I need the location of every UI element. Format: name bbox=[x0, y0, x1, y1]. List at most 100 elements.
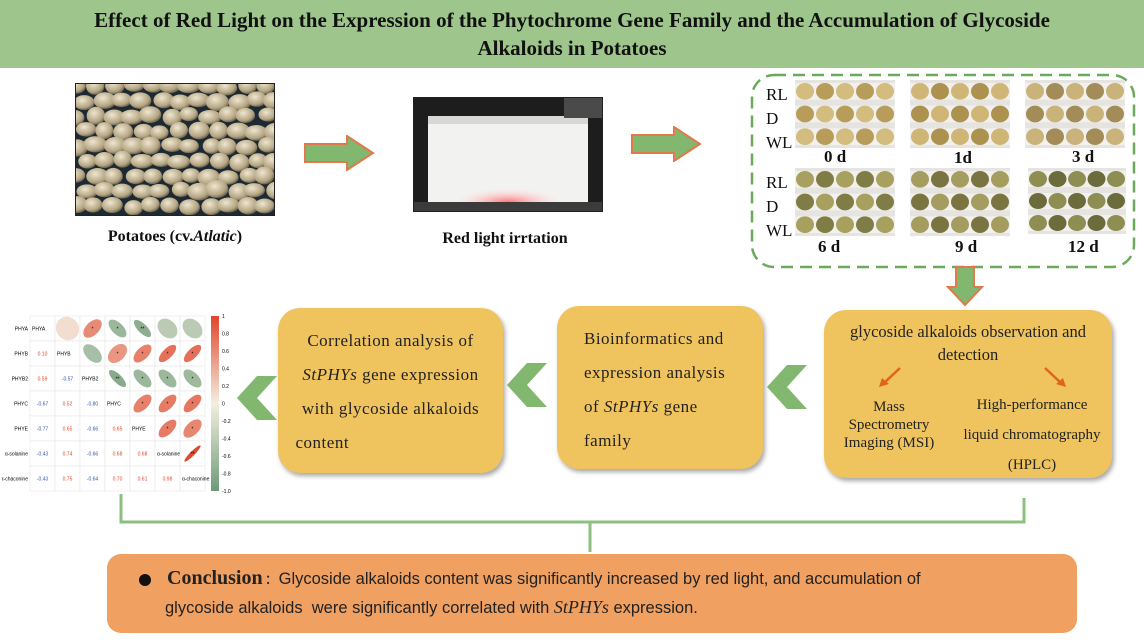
title-line-2: Alkaloids in Potatoes bbox=[477, 36, 667, 60]
corr-significance: * bbox=[167, 402, 169, 408]
bioinfo-line-3-suffix: gene bbox=[658, 397, 698, 416]
tray-photo-9d bbox=[910, 168, 1010, 236]
down-arrow-icon bbox=[946, 266, 984, 307]
tray-tuber bbox=[1106, 128, 1124, 145]
potato-tuber bbox=[205, 180, 229, 199]
tray-tuber bbox=[931, 171, 949, 188]
potato-tuber bbox=[86, 106, 106, 125]
tray-tuber bbox=[876, 193, 894, 211]
tray-tuber bbox=[836, 128, 854, 145]
tray-tuber bbox=[836, 216, 854, 233]
conclusion-line-2: glycoside alkaloids were significantly c… bbox=[165, 593, 1072, 622]
potato-tuber bbox=[93, 92, 117, 109]
tray-tuber bbox=[951, 193, 969, 211]
treatment-labels-bottom: RL D WL bbox=[766, 171, 792, 243]
orange-arrow-left-icon bbox=[879, 367, 901, 387]
correlation-line-4: content bbox=[295, 433, 350, 452]
corr-ellipse bbox=[133, 369, 152, 388]
tray-tuber bbox=[816, 193, 834, 211]
tray-tuber bbox=[1066, 105, 1084, 123]
colorbar-tick: -0.4 bbox=[222, 437, 231, 443]
treatment-label-rl: RL bbox=[766, 173, 788, 192]
tray-tuber bbox=[991, 193, 1009, 211]
corr-cell bbox=[79, 365, 106, 392]
potato-tuber bbox=[228, 94, 251, 111]
day-label-3d: 3 d bbox=[1072, 147, 1095, 166]
corr-row-label: α-solanine bbox=[5, 452, 28, 458]
potato-tuber bbox=[140, 196, 160, 213]
corr-cell bbox=[129, 465, 156, 492]
potato-tuber bbox=[264, 123, 274, 141]
tray-tuber bbox=[1087, 171, 1106, 187]
tray-tuber bbox=[816, 171, 834, 188]
corr-cell bbox=[29, 315, 56, 342]
corr-diagonal-label: α-chaconine bbox=[182, 477, 210, 483]
corr-cell bbox=[29, 365, 56, 392]
tray-tuber bbox=[991, 216, 1009, 233]
corr-value: 0.65 bbox=[63, 427, 73, 433]
corr-ellipse bbox=[133, 394, 152, 413]
corr-ellipse bbox=[183, 369, 202, 388]
corr-colorbar bbox=[211, 316, 219, 491]
potato-tuber bbox=[209, 152, 230, 170]
potato-tuber bbox=[229, 153, 250, 172]
tray-tuber bbox=[971, 83, 989, 100]
conclusion-gene-name: StPHYs bbox=[553, 597, 609, 617]
day-label-12d: 12 d bbox=[1068, 237, 1099, 256]
potato-tuber bbox=[86, 168, 109, 185]
potato-tuber bbox=[94, 151, 115, 169]
potato-tuber bbox=[216, 197, 240, 213]
potato-tuber bbox=[105, 84, 125, 95]
tray-tuber bbox=[796, 83, 814, 100]
tray-tuber bbox=[1068, 171, 1086, 187]
bullet-icon bbox=[139, 574, 151, 586]
treatment-label-d: D bbox=[766, 109, 779, 128]
red-light-caption: Red light irrtation bbox=[442, 230, 568, 247]
potato-tuber bbox=[111, 183, 133, 199]
tray-tuber bbox=[971, 128, 989, 145]
corr-ellipse bbox=[158, 344, 177, 363]
tray-tuber bbox=[796, 105, 814, 123]
tray-tuber bbox=[1087, 193, 1106, 209]
corr-ellipse bbox=[55, 316, 80, 341]
tray-tuber bbox=[971, 171, 989, 188]
potato-tuber bbox=[160, 197, 179, 214]
tray-tuber bbox=[1068, 193, 1086, 209]
corr-ellipse bbox=[183, 344, 202, 363]
corr-ellipse bbox=[108, 319, 127, 338]
day-label-1d: 1d bbox=[954, 148, 972, 167]
correlation-plot: PHYA****PHYAPHYA0.10PHYB****PHYBPHYB0.59… bbox=[2, 314, 231, 494]
corr-value: 0.65 bbox=[113, 427, 123, 433]
corr-significance: ** bbox=[116, 377, 120, 383]
tray-tuber bbox=[971, 216, 989, 233]
bioinfo-gene-name: StPHYs bbox=[603, 397, 659, 416]
hplc-line-3: (HPLC) bbox=[1007, 457, 1057, 473]
left-chevron-2-icon bbox=[507, 363, 547, 407]
tray-tuber bbox=[876, 105, 894, 123]
tray-tuber bbox=[931, 83, 949, 100]
corr-significance: * bbox=[167, 427, 169, 433]
corr-cell bbox=[154, 440, 181, 467]
corr-significance: * bbox=[192, 402, 194, 408]
tray-tuber bbox=[1026, 105, 1044, 123]
corr-value: 0.68 bbox=[113, 452, 123, 458]
detection-title: glycoside alkaloids observation and dete… bbox=[850, 322, 1086, 364]
potato-tuber bbox=[187, 92, 210, 108]
potato-tuber bbox=[83, 197, 103, 213]
tray-tuber bbox=[911, 128, 929, 145]
potato-tuber bbox=[171, 181, 191, 198]
detection-box: glycoside alkaloids observation and dete… bbox=[824, 310, 1112, 478]
potato-tuber bbox=[161, 137, 184, 152]
correlation-gene-name: StPHYs bbox=[302, 365, 358, 384]
corr-row-label: α-chaconine bbox=[2, 477, 28, 483]
tray-tuber bbox=[991, 105, 1009, 123]
tray-tuber bbox=[876, 83, 894, 100]
tray-tuber bbox=[1086, 105, 1104, 123]
tray-tuber bbox=[816, 83, 834, 100]
potato-tuber bbox=[111, 92, 133, 108]
corr-cell bbox=[29, 440, 56, 467]
potato-tuber bbox=[254, 166, 274, 185]
corr-cell bbox=[104, 465, 131, 492]
potato-tuber bbox=[104, 137, 127, 155]
tray-tuber bbox=[931, 193, 949, 211]
